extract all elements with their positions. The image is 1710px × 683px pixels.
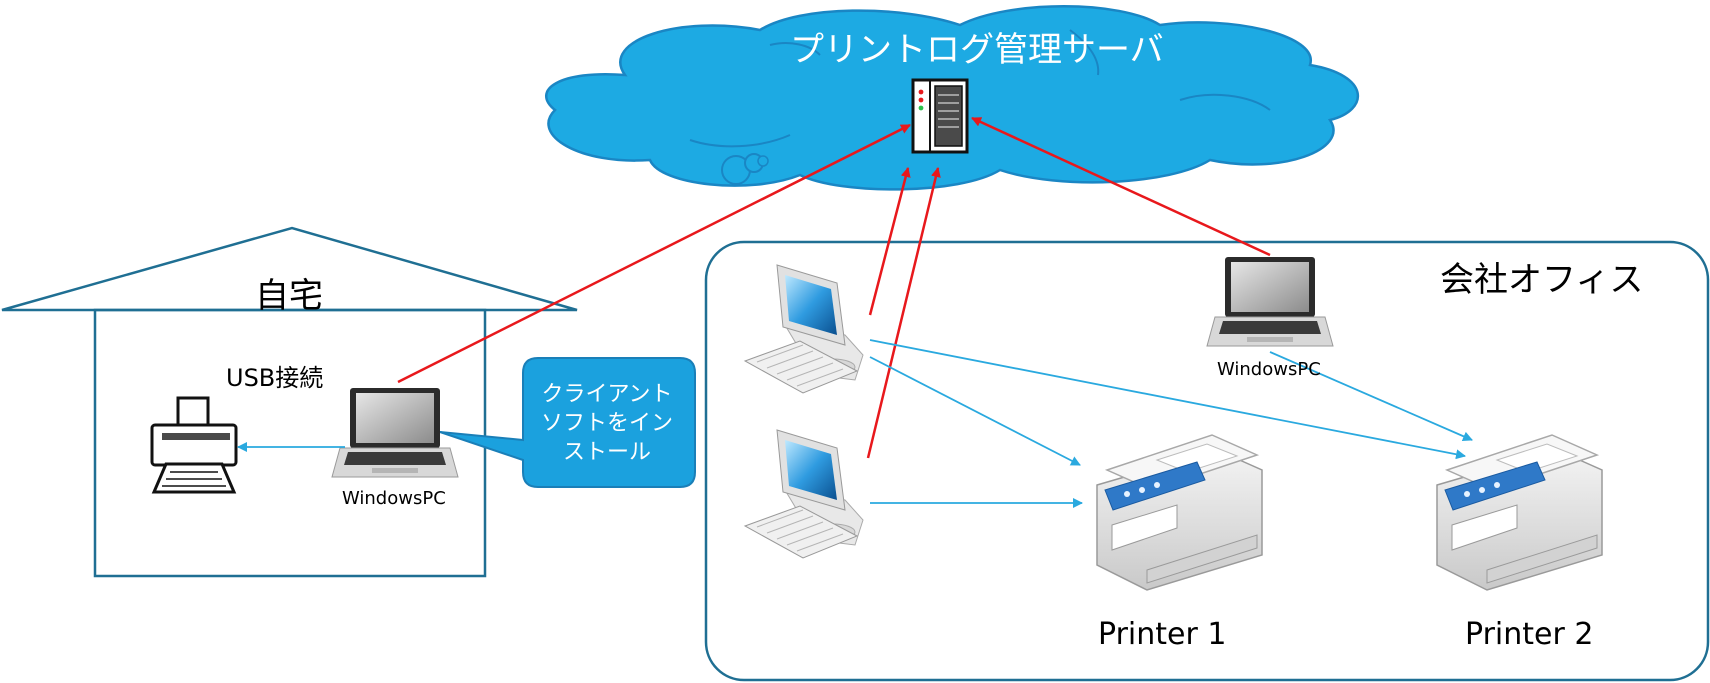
desktop-pc-icon	[743, 429, 864, 559]
multifunction-printer-icon	[1096, 434, 1263, 591]
printer1-label: Printer 1	[1098, 617, 1227, 652]
desktop-pc-icon	[743, 264, 864, 394]
log-arrows	[397, 116, 1271, 459]
log-arrow-desktop1	[868, 167, 911, 316]
usb-label: USB接続	[226, 364, 324, 392]
printer2-label: Printer 2	[1465, 617, 1594, 652]
cloud-title: プリントログ管理サーバ	[790, 30, 1164, 70]
printer-icon	[150, 396, 238, 494]
office-pc-label: WindowsPC	[1217, 359, 1321, 380]
server-rack-icon	[911, 78, 969, 154]
multifunction-printer-icon	[1436, 434, 1603, 591]
callout-line-1: クライアント	[541, 382, 673, 407]
office-title: 会社オフィス	[1440, 260, 1644, 300]
print-arrow-d1-p2	[869, 339, 1466, 460]
log-arrow-desktop2	[866, 167, 941, 459]
log-arrow-office-laptop	[971, 116, 1271, 257]
laptop-icon	[331, 388, 459, 478]
home-pc-label: WindowsPC	[342, 488, 446, 509]
print-arrow-d1-p1	[869, 356, 1081, 466]
callout-line-3: ストール	[562, 440, 651, 465]
callout-bubble	[439, 357, 696, 488]
log-arrow-home-laptop	[397, 123, 911, 384]
callout-line-2: ソフトをイン	[540, 411, 673, 436]
callout-text: クライアント ソフトをイン ストール	[522, 380, 692, 467]
laptop-icon	[1206, 257, 1334, 347]
print-arrow-laptop-p2	[1269, 351, 1473, 441]
print-arrows	[237, 339, 1473, 508]
office-frame	[704, 240, 1710, 682]
home-title: 自宅	[255, 276, 323, 316]
